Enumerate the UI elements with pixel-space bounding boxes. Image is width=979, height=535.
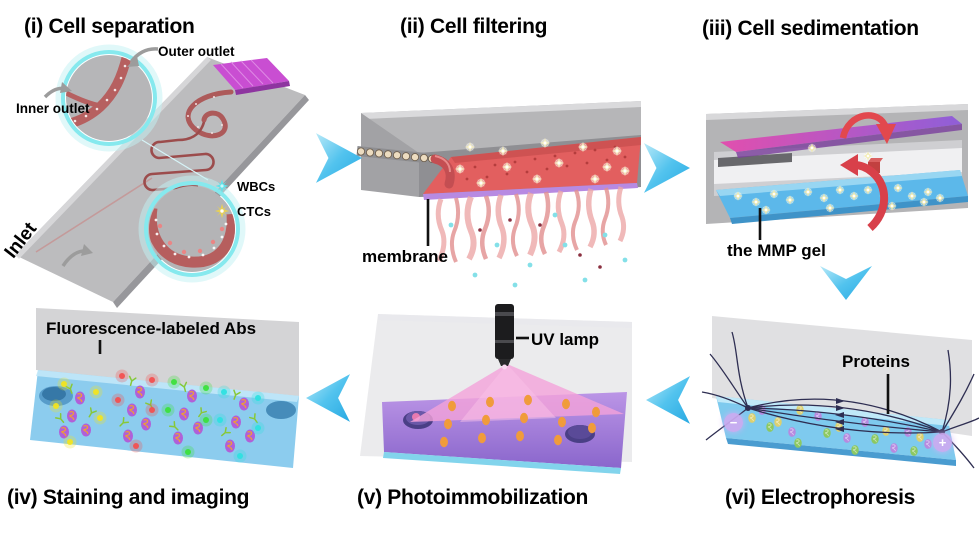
- device-slot: [718, 153, 792, 167]
- panel-photoimmobilization: [340, 300, 640, 475]
- right-well: [266, 401, 296, 419]
- legend-row-wbc: WBCs: [214, 178, 275, 194]
- gel-tray-sheen: [716, 170, 962, 196]
- panel-i-title: (i) Cell separation: [24, 15, 195, 38]
- electric-field-lines: [701, 331, 979, 469]
- blue-slab-sheen: [36, 370, 299, 402]
- flow-arrow-i-to-ii: [316, 133, 362, 183]
- magenta-chip-grid: [220, 59, 274, 89]
- magenta-filter-chip: [213, 58, 289, 90]
- uv-light-cone-core: [460, 364, 556, 422]
- legend-wbc-label: WBCs: [237, 178, 276, 194]
- positive-electrode: +: [933, 433, 952, 452]
- flow-arrow-vi-to-v: [646, 376, 690, 424]
- spiral-chip-illustration: [15, 44, 309, 308]
- rotation-arrow-bottom-head: [840, 154, 858, 176]
- panel-cell-separation: [0, 40, 320, 310]
- gel-slab-front: [726, 438, 956, 466]
- rotation-arrow-bottom: [853, 161, 889, 231]
- flow-arrow-ii-to-iii: [644, 143, 690, 193]
- slab-cyan-edge: [383, 452, 621, 474]
- blood-pool-shade: [451, 137, 641, 163]
- top-plate-underside: [736, 124, 962, 158]
- legend-row-ctc: CTCs: [214, 203, 275, 219]
- serpentine-channel: [143, 121, 215, 192]
- ctc-star-icon: [214, 203, 230, 219]
- left-well-inner: [42, 387, 66, 401]
- mmp-gel-label: the MMP gel: [727, 241, 826, 260]
- uv-lamp: [495, 304, 514, 370]
- debris-dots: [478, 218, 602, 269]
- flow-arrow-iii-to-vi: [820, 266, 872, 300]
- panel-vi-title: (vi) Electrophoresis: [725, 486, 916, 509]
- chamber-top-edge: [361, 101, 641, 119]
- photoimmobilization-illustration: [360, 304, 632, 474]
- panel-ii-title: (ii) Cell filtering: [400, 15, 548, 38]
- magenta-chip-edge: [235, 81, 290, 95]
- device-top-edge: [706, 104, 968, 120]
- legend-ctc-label: CTCs: [237, 203, 271, 219]
- flow-arrow-v-to-iv: [306, 374, 350, 422]
- membrane-strip: [423, 183, 638, 200]
- fluorescence-abs-label: Fluorescence-labeled Abs: [46, 319, 257, 338]
- panel-cell-filtering: [355, 95, 645, 290]
- mmp-gel-tray: [716, 170, 968, 218]
- wbc-dots: [448, 212, 628, 288]
- uv-lamp-label: UV lamp: [531, 330, 600, 349]
- microfluidic-chip-body: [15, 57, 305, 302]
- staining-illustration: [30, 308, 299, 468]
- cell-legend: WBCs CTCs: [214, 178, 275, 219]
- filter-chamber-illustration: [356, 101, 641, 288]
- pointer-arrowheads: [60, 56, 139, 256]
- rotation-arrow-top: [839, 112, 890, 139]
- blood-spout: [430, 154, 455, 189]
- outlet-zoom-inset: [55, 44, 163, 152]
- spiral-channel: [185, 89, 234, 139]
- red-cube-top: [868, 158, 883, 162]
- gel-tray-front: [730, 196, 968, 224]
- panel-staining-imaging: [0, 300, 320, 475]
- panel-iv-title: (iv) Staining and imaging: [7, 486, 250, 509]
- red-cube: [868, 162, 880, 173]
- panel-v-title: (v) Photoimmobilization: [357, 486, 589, 509]
- electrophoresis-illustration: [701, 316, 979, 469]
- inner-outlet-label: Inner outlet: [16, 101, 90, 116]
- panel-electrophoresis: [700, 310, 979, 470]
- sedimentation-illustration: [706, 104, 968, 240]
- blood-pool: [423, 137, 641, 194]
- right-well-inner: [568, 425, 592, 439]
- gel-slab-sheen: [716, 396, 950, 426]
- spiral-channel-cells: [187, 96, 223, 134]
- chip-highlight: [15, 57, 211, 259]
- wbc-star-icon: [215, 179, 229, 193]
- bead-cells: [357, 147, 437, 163]
- callout-leader-line: [141, 139, 209, 181]
- outer-outlet-label: Outer outlet: [158, 44, 235, 59]
- filtered-drips: [435, 186, 627, 263]
- panel-iii-title: (iii) Cell sedimentation: [702, 17, 919, 40]
- inlet-channel: [35, 177, 153, 253]
- spout-highlight: [434, 155, 451, 173]
- membrane-pores: [449, 145, 627, 187]
- backdrop-slab: [36, 308, 299, 396]
- proteins-label: Proteins: [842, 352, 911, 371]
- curve-zoom-inset: [138, 175, 246, 283]
- rotation-arrow-top-head: [876, 124, 896, 144]
- panel-cell-sedimentation: [700, 100, 975, 265]
- negative-electrode: −: [724, 413, 743, 432]
- membrane-label: membrane: [362, 247, 448, 266]
